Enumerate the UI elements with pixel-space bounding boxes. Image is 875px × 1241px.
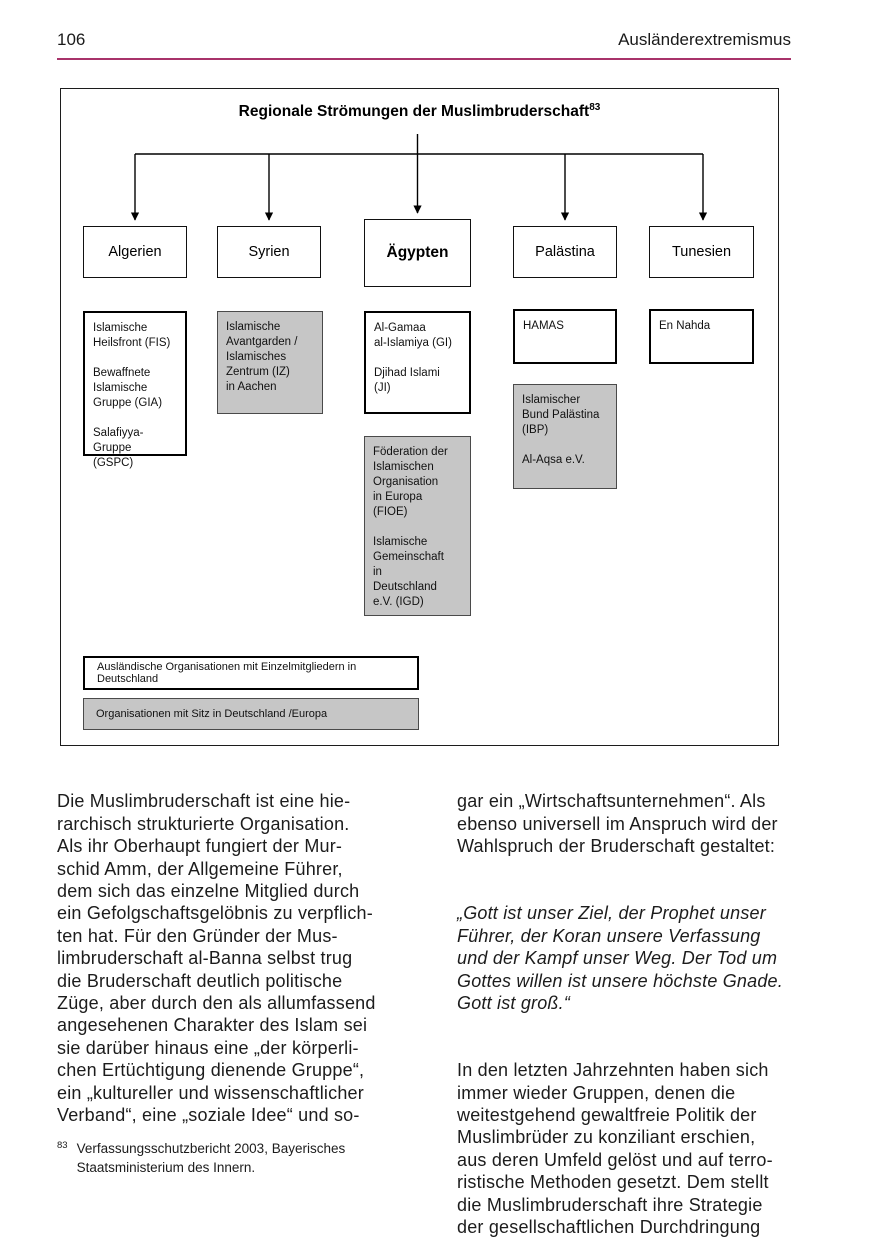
country-box-algerien: Algerien [83, 226, 187, 278]
page-header: 106 Ausländerextremismus [57, 30, 791, 60]
diagram-title: Regionale Strömungen der Muslimbrudersch… [61, 102, 778, 121]
country-box-aegypten: Ägypten [364, 219, 471, 287]
connector-lines [130, 134, 708, 221]
footnote: 83 Verfassungsschutzbericht 2003, Bayeri… [57, 1140, 477, 1177]
org-box-aegypten-foreign: Al-Gamaa al-Islamiya (GI) Djihad Islami … [364, 311, 471, 414]
section-title: Ausländerextremismus [618, 30, 791, 49]
org-box-palaestina-domestic: Islamischer Bund Palästina (IBP) Al-Aqsa… [513, 384, 617, 489]
country-box-syrien: Syrien [217, 226, 321, 278]
quote-paragraph: „Gott ist unser Ziel, der Prophet unser … [457, 903, 783, 1014]
body-column-right: gar ein „Wirtschaftsunternehmen“. Als eb… [457, 768, 829, 1241]
paragraph: Die Muslimbruderschaft ist eine hie- rar… [57, 791, 376, 1126]
org-box-algerien-foreign: Islamische Heilsfront (FIS) Bewaffnete I… [83, 311, 187, 469]
org-box-aegypten-domestic: Föderation der Islamischen Organisation … [364, 436, 471, 616]
paragraph: gar ein „Wirtschaftsunternehmen“. Als eb… [457, 791, 778, 857]
org-box-tunesien-foreign: En Nahda [649, 309, 754, 364]
legend-domestic-orgs: Organisationen mit Sitz in Deutschland /… [83, 698, 419, 730]
body-column-left: Die Muslimbruderschaft ist eine hie- rar… [57, 768, 452, 1149]
paragraph: In den letzten Jahrzehnten haben sich im… [457, 1060, 773, 1238]
country-box-palaestina: Palästina [513, 226, 617, 278]
diagram-frame: Regionale Strömungen der Muslimbrudersch… [60, 88, 779, 746]
country-box-tunesien: Tunesien [649, 226, 754, 278]
diagram-title-text: Regionale Strömungen der Muslimbrudersch… [238, 103, 590, 121]
diagram-title-footnote-ref: 83 [589, 102, 601, 113]
footnote-marker: 83 [57, 1140, 68, 1151]
legend-foreign-orgs: Ausländische Organisationen mit Einzelmi… [83, 656, 419, 690]
page-number: 106 [57, 30, 86, 49]
org-box-syrien-domestic: Islamische Avantgarden / Islamisches Zen… [217, 311, 323, 414]
footnote-text: Verfassungsschutzbericht 2003, Bayerisch… [76, 1141, 346, 1175]
org-box-palaestina-foreign: HAMAS [513, 309, 617, 364]
